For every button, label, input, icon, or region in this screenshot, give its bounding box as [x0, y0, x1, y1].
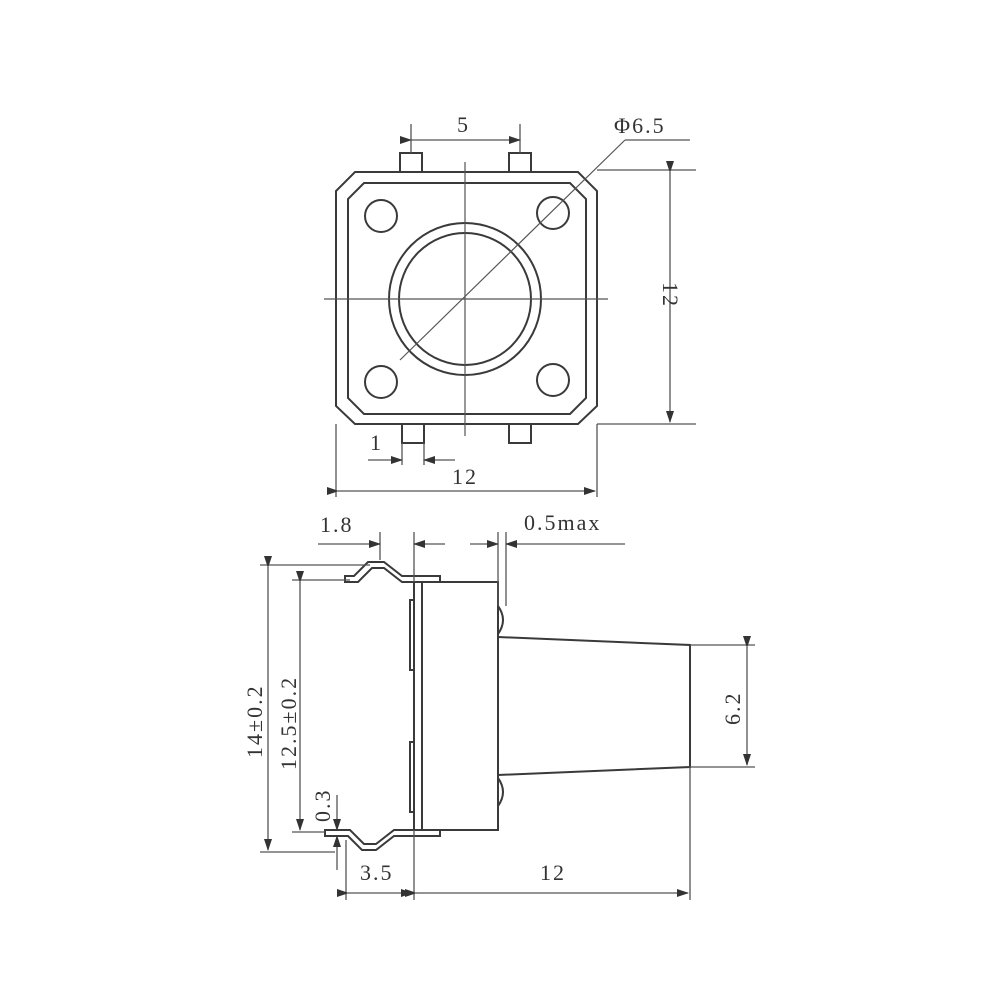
- body-height-label: 12: [658, 282, 683, 308]
- overall-length-label: 12: [540, 860, 566, 885]
- top-view: Φ6.5 5 12 12 1: [324, 112, 696, 497]
- overall-height-label: 14±0.2: [242, 684, 267, 758]
- gap-max-label: 0.5max: [524, 510, 601, 535]
- button-diameter-label: Φ6.5: [614, 113, 666, 138]
- lead-thickness-label: 0.3: [310, 789, 335, 823]
- lead-span-label: 12.5±0.2: [276, 676, 301, 770]
- pin-width-label: 1: [370, 430, 383, 455]
- pin-pitch-label: 5: [457, 112, 470, 137]
- lead-length-label: 3.5: [360, 860, 394, 885]
- side-view: 1.8 0.5max 14±0.2 12.5±0.2 0.3 3.5 12: [242, 510, 755, 900]
- lead-offset-label: 1.8: [320, 512, 354, 537]
- body-width-label: 12: [452, 464, 478, 489]
- actuator-width-label: 6.2: [720, 692, 745, 726]
